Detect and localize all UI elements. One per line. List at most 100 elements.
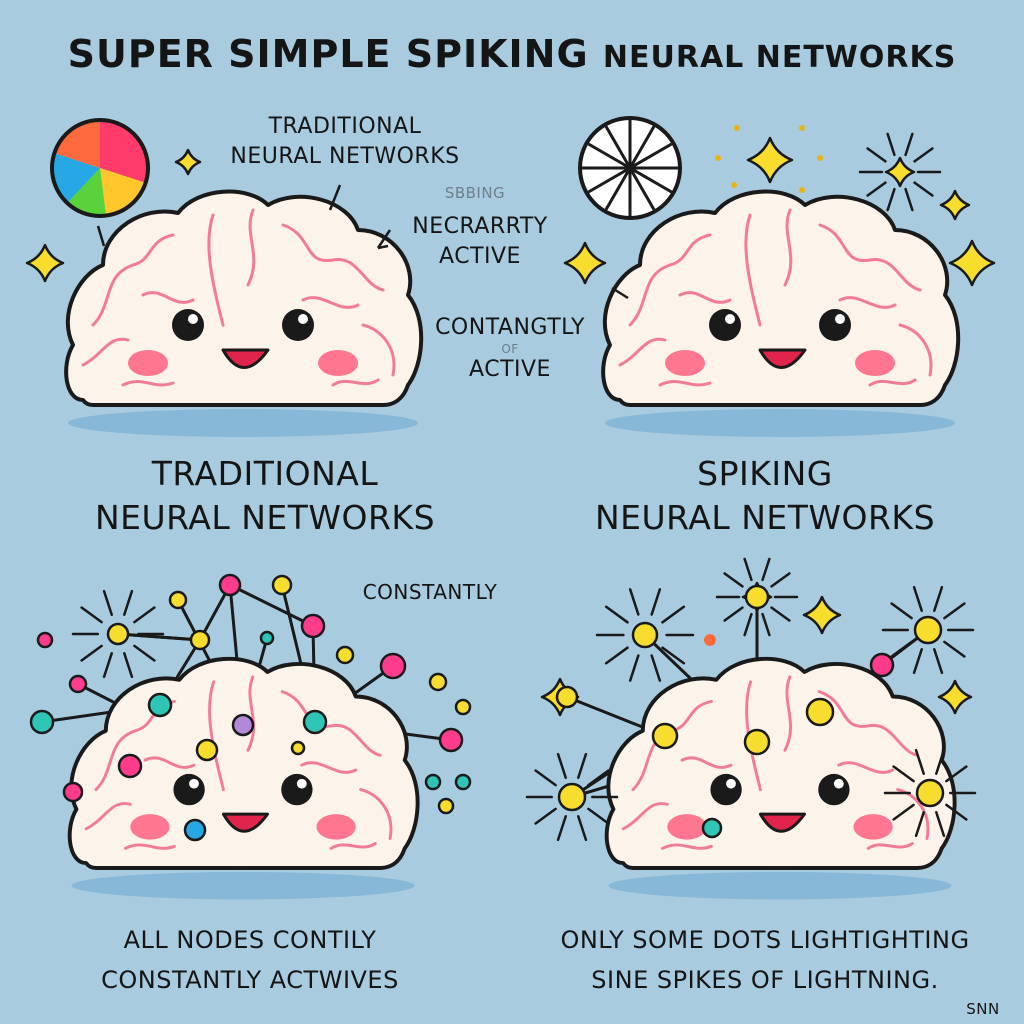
spark-ray: [587, 807, 610, 825]
brain-fold: [744, 213, 762, 327]
active-node: [117, 753, 143, 779]
spark-ray: [80, 606, 103, 624]
spark-ray: [102, 589, 113, 616]
brain-fold: [361, 323, 396, 377]
spark-ray: [604, 605, 629, 624]
caption-spiking: ONLY SOME DOTS LIGHTIGHTING SINE SPIKES …: [520, 920, 1010, 1000]
active-node: [218, 573, 242, 597]
brain-fold: [838, 296, 897, 309]
pointer-arrow: [376, 229, 392, 250]
spark-ray: [628, 588, 640, 616]
active-node: [454, 698, 472, 716]
sparkle-icon: [948, 239, 996, 287]
annotation-traditional-line-1: TRADITIONAL: [268, 114, 422, 139]
right-eye-shine: [835, 314, 845, 324]
spark-ray: [761, 557, 771, 582]
brain-body: [604, 656, 957, 870]
brain-fold: [837, 761, 895, 774]
brain-fold: [660, 843, 713, 850]
spark-ray: [80, 644, 103, 662]
spark-burst-icon: [715, 557, 799, 637]
right-cheek: [318, 350, 358, 376]
sparkle-icon: [25, 243, 65, 283]
decorations: [25, 116, 996, 842]
spark-ray: [912, 648, 923, 675]
annotation-traditional-line-2: NEURAL NETWORKS: [230, 144, 460, 169]
spark-ray: [913, 147, 934, 163]
pie-slice: [100, 168, 146, 216]
brain-fold: [868, 378, 917, 387]
brain-fold: [783, 675, 793, 752]
right-eye-shine: [833, 778, 844, 789]
brain-fold: [280, 690, 382, 757]
smile-mouth: [221, 812, 269, 833]
sparkle-dot: [715, 155, 721, 161]
right-cheek: [853, 814, 893, 840]
active-node: [290, 740, 306, 756]
pie-slice: [52, 153, 100, 203]
active-node: [454, 773, 472, 791]
panel-title-spiking-line-1: SPIKING: [697, 454, 833, 493]
annotation-constantly-active: CONTANGTLY OF ACTIVE: [405, 315, 615, 383]
spark-ray: [102, 652, 113, 679]
caption-traditional: ALL NODES CONTILY CONSTANTLY ACTWIVES: [30, 920, 470, 1000]
spark-ray: [133, 606, 156, 624]
spark-ray: [933, 648, 944, 675]
annotation-constantly: CONSTANTLY: [362, 580, 498, 604]
brain-fold: [658, 379, 712, 387]
panel-title-traditional: TRADITIONAL NEURAL NETWORKS: [40, 452, 490, 540]
pie-slice: [67, 168, 107, 216]
wheel-spoke: [628, 167, 656, 211]
brain-fold: [621, 802, 669, 831]
pie-outline: [50, 118, 150, 218]
right-cheek: [855, 350, 895, 376]
spark-ray: [770, 606, 791, 622]
spark-burst-icon: [525, 752, 619, 842]
active-node: [183, 818, 207, 842]
brain-body: [601, 189, 961, 407]
spark-ray: [661, 605, 686, 624]
spark-ray: [123, 589, 134, 616]
active-node: [259, 630, 275, 646]
spark-ray: [123, 652, 134, 679]
brain-spiking-network-shadow: [608, 871, 952, 900]
brain-fold: [281, 223, 385, 292]
signature: SNN: [966, 1000, 1000, 1018]
network-nodes: [29, 573, 945, 842]
wheel-spoke: [629, 142, 673, 170]
spark-ray: [770, 572, 791, 588]
active-node: [271, 574, 293, 596]
brain-fold: [246, 675, 256, 752]
spark-ray: [661, 646, 686, 665]
pie-slice: [54, 120, 100, 168]
wheel-spoke: [604, 125, 632, 169]
active-node: [302, 709, 328, 735]
left-eye: [173, 773, 205, 806]
brain-fold: [300, 761, 358, 774]
spark-ray: [943, 640, 966, 658]
spark-ray: [945, 765, 968, 783]
spark-burst-icon: [595, 588, 695, 682]
pie-slice: [100, 120, 148, 183]
spark-ray: [743, 557, 753, 582]
annotation-active-line-2: ACTIVE: [439, 244, 521, 269]
brain-fold: [817, 690, 919, 757]
wheel-spoke: [604, 167, 632, 211]
active-node: [106, 622, 130, 646]
right-cheek: [316, 814, 356, 840]
annotation-active: NECRARRTY ACTIVE: [395, 212, 565, 272]
spiking-node: [915, 778, 945, 808]
brain-fold: [246, 208, 256, 287]
spark-ray: [892, 765, 915, 783]
annotation-active-line-1: NECRARRTY: [412, 214, 548, 239]
sparkle-icon: [802, 595, 842, 635]
smile-mouth: [758, 348, 807, 369]
spark-ray: [886, 132, 896, 157]
spiking-node: [913, 615, 943, 645]
spark-ray: [890, 602, 913, 620]
title-main: SUPER SIMPLE SPIKING: [67, 32, 589, 76]
active-node: [195, 738, 219, 762]
sparkle-dot: [799, 125, 805, 131]
spark-ray: [723, 572, 744, 588]
